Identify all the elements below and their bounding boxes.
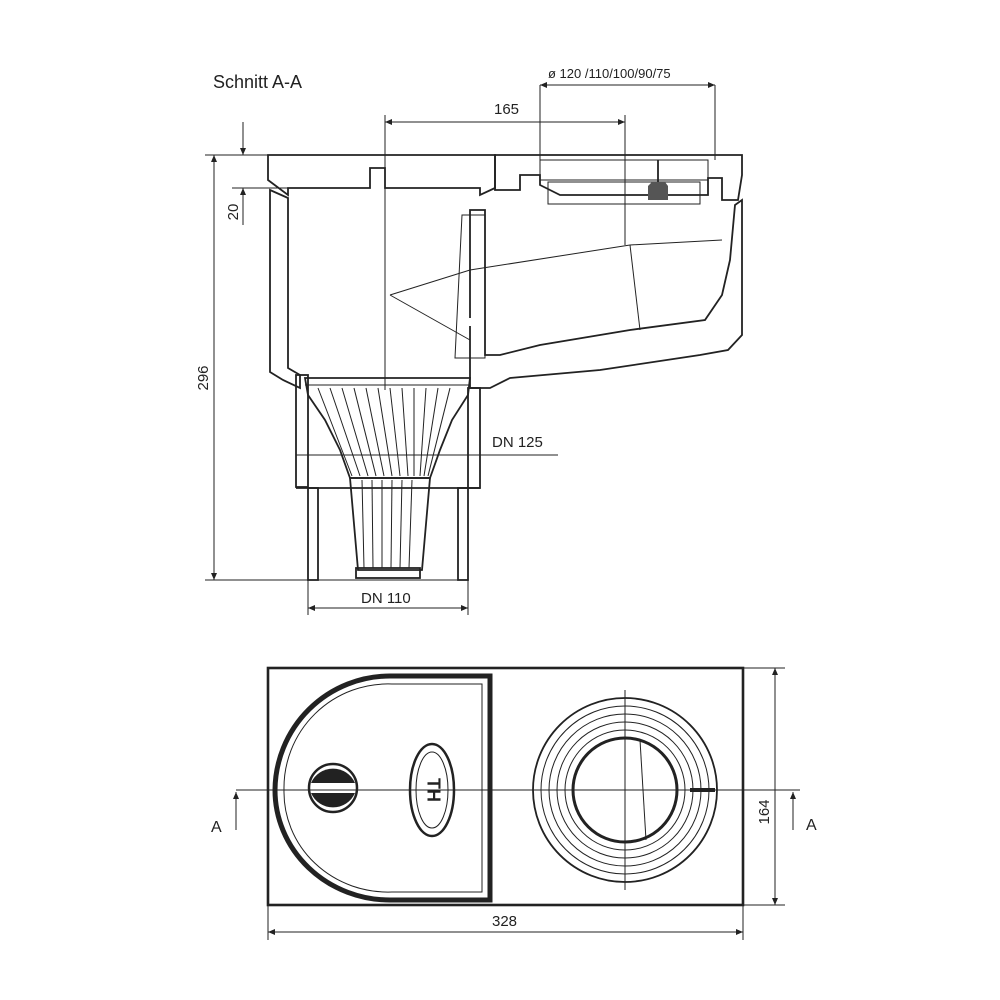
section-mark-right: A: [806, 817, 817, 834]
grate-recess: [539, 159, 709, 181]
dim-width-label: 164: [756, 799, 773, 824]
section-view: Schnitt A-A: [195, 66, 743, 615]
outlet-inner-line: [499, 204, 736, 356]
pipe-125-left-wall: [295, 374, 309, 488]
rim-flange-left: [267, 154, 496, 197]
section-mark-left: A: [211, 819, 222, 836]
rim-flange-right: [494, 154, 743, 201]
sieve-lower-ribs: [361, 479, 413, 569]
dim-outlet-diameter-label: ø 120 /110/100/90/75: [548, 66, 671, 81]
outlet-cone-edge: [629, 244, 641, 331]
pipe-125-right-wall: [467, 387, 481, 489]
top-view: TH A A 164 328: [211, 666, 817, 940]
grate-d-shape: [272, 673, 493, 903]
sieve-lower: [349, 477, 431, 571]
sieve-ribs: [305, 384, 470, 477]
baffle-slot: [458, 318, 476, 326]
dim-offset-label: 165: [494, 101, 519, 118]
lock-screw-icon: [307, 762, 359, 814]
body-outlet-wall: [469, 198, 743, 389]
grate-plate: [547, 181, 701, 205]
dim-total-height-label: 296: [195, 365, 212, 390]
outlet-cone-top: [389, 239, 723, 296]
odour-trap-baffle: [454, 214, 486, 359]
body-left-wall: [269, 188, 301, 390]
grate-knob: [648, 182, 668, 200]
sieve-foot: [355, 567, 421, 579]
pipe-dn125-label: DN 125: [492, 434, 543, 451]
pipe-110-right-wall: [457, 487, 469, 581]
sieve-basket: [303, 377, 472, 479]
dim-rim-height-label: 20: [225, 204, 242, 221]
dim-length-label: 328: [492, 913, 517, 930]
pipe-110-left-wall: [307, 487, 319, 581]
section-title: Schnitt A-A: [213, 72, 302, 92]
top-view-frame: [266, 666, 745, 907]
pipe-dn110-label: DN 110: [361, 590, 411, 607]
